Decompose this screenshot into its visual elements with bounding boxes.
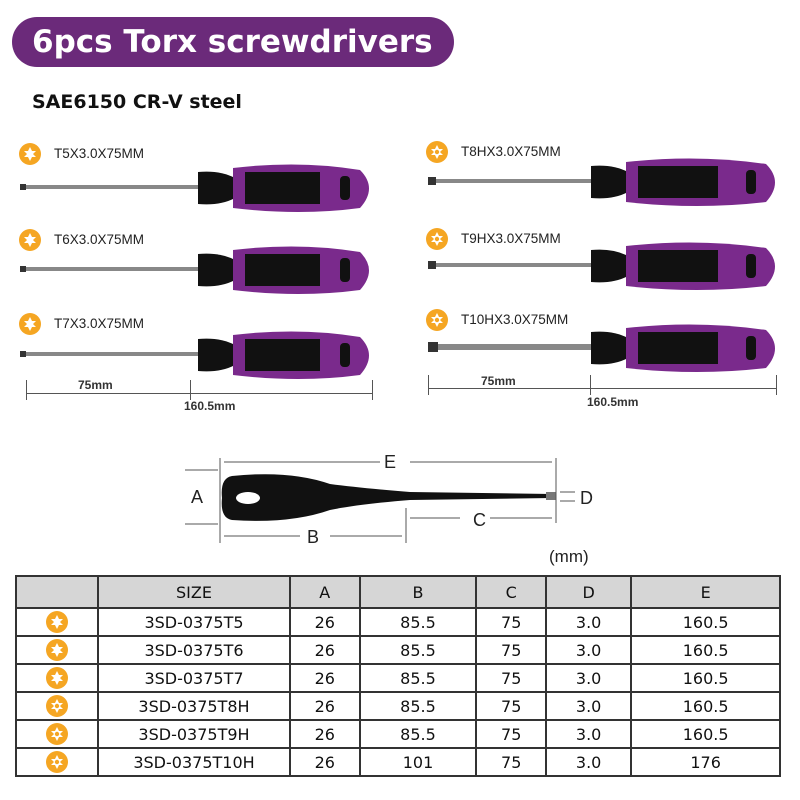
cell-a: 26 xyxy=(289,747,361,777)
cell-b: 101 xyxy=(358,747,478,777)
header-d: D xyxy=(544,575,633,609)
cell-b: 85.5 xyxy=(358,691,478,721)
torx-hole-icon xyxy=(46,695,68,717)
title-banner: 6pcs Torx screwdrivers xyxy=(12,17,454,67)
cell-b: 85.5 xyxy=(358,607,478,637)
table-row: 3SD-0375T9H 26 85.5 75 3.0 160.5 xyxy=(15,719,781,749)
screwdriver-image xyxy=(428,158,775,206)
cell-e: 160.5 xyxy=(630,691,781,721)
dimension-diagram xyxy=(185,458,575,543)
dim-c-label: C xyxy=(473,510,486,530)
cell-a: 26 xyxy=(289,691,361,721)
cell-c: 75 xyxy=(475,635,547,665)
header-a: A xyxy=(289,575,361,609)
cell-a: 26 xyxy=(289,663,361,693)
driver-size-label: T8HX3.0X75MM xyxy=(461,144,561,159)
dimension-tick xyxy=(372,380,373,400)
table-row: 3SD-0375T6 26 85.5 75 3.0 160.5 xyxy=(15,635,781,665)
cell-a: 26 xyxy=(289,635,361,665)
screwdriver-image xyxy=(428,242,775,290)
cell-d: 3.0 xyxy=(544,607,633,637)
torx-star-icon xyxy=(19,143,41,165)
dim-b-label: B xyxy=(307,527,320,547)
torx-hole-icon xyxy=(46,723,68,745)
torx-hole-icon xyxy=(426,228,448,250)
header-e: E xyxy=(630,575,781,609)
cell-c: 75 xyxy=(475,607,547,637)
driver-size-label: T7X3.0X75MM xyxy=(54,316,145,331)
shaft-length-label: 75mm xyxy=(481,374,516,388)
screwdriver-image xyxy=(20,246,369,294)
dimension-tick xyxy=(590,375,591,395)
total-length-label: 160.5mm xyxy=(184,399,236,413)
torx-hole-icon xyxy=(426,309,448,331)
screwdriver-image xyxy=(428,324,775,372)
torx-star-icon xyxy=(46,611,68,633)
total-length-label: 160.5mm xyxy=(587,395,639,409)
cell-d: 3.0 xyxy=(544,663,633,693)
cell-size: 3SD-0375T8H xyxy=(97,691,291,721)
cell-b: 85.5 xyxy=(358,635,478,665)
dim-a-label: A xyxy=(191,487,204,507)
cell-e: 160.5 xyxy=(630,663,781,693)
table-row: 3SD-0375T8H 26 85.5 75 3.0 160.5 xyxy=(15,691,781,721)
spec-table: SIZE A B C D E 3SD-0375T5 26 85.5 75 3.0… xyxy=(15,575,781,777)
driver-size-label: T6X3.0X75MM xyxy=(54,232,145,247)
dimension-tick xyxy=(190,380,191,400)
header-icon-col xyxy=(15,575,99,609)
dim-e-label: E xyxy=(384,452,397,472)
cell-d: 3.0 xyxy=(544,635,633,665)
driver-size-label: T10HX3.0X75MM xyxy=(461,312,569,327)
cell-b: 85.5 xyxy=(358,719,478,749)
torx-star-icon xyxy=(46,639,68,661)
cell-size: 3SD-0375T5 xyxy=(97,607,291,637)
header-size: SIZE xyxy=(97,575,291,609)
screwdriver-image xyxy=(20,331,369,379)
cell-e: 160.5 xyxy=(630,719,781,749)
table-header-row: SIZE A B C D E xyxy=(15,575,781,609)
dimension-tick xyxy=(26,380,27,400)
cell-d: 3.0 xyxy=(544,691,633,721)
dimension-tick xyxy=(776,375,777,395)
dimension-line xyxy=(428,388,776,389)
cell-e: 176 xyxy=(630,747,781,777)
dimension-tick xyxy=(428,375,429,395)
table-row: 3SD-0375T5 26 85.5 75 3.0 160.5 xyxy=(15,607,781,637)
cell-a: 26 xyxy=(289,607,361,637)
table-row: 3SD-0375T7 26 85.5 75 3.0 160.5 xyxy=(15,663,781,693)
shaft-length-label: 75mm xyxy=(78,378,113,392)
cell-size: 3SD-0375T7 xyxy=(97,663,291,693)
torx-star-icon xyxy=(19,229,41,251)
unit-label: (mm) xyxy=(549,547,589,566)
torx-hole-icon xyxy=(426,141,448,163)
dimension-line xyxy=(26,393,372,394)
cell-a: 26 xyxy=(289,719,361,749)
dim-d-label: D xyxy=(580,488,593,508)
driver-size-label: T5X3.0X75MM xyxy=(54,146,145,161)
cell-size: 3SD-0375T6 xyxy=(97,635,291,665)
material-subtitle: SAE6150 CR-V steel xyxy=(32,91,242,113)
cell-e: 160.5 xyxy=(630,635,781,665)
header-c: C xyxy=(475,575,547,609)
torx-star-icon xyxy=(46,667,68,689)
cell-e: 160.5 xyxy=(630,607,781,637)
header-b: B xyxy=(358,575,478,609)
torx-hole-icon xyxy=(46,751,68,773)
screwdriver-image xyxy=(20,164,369,212)
cell-c: 75 xyxy=(475,719,547,749)
torx-star-icon xyxy=(19,313,41,335)
cell-d: 3.0 xyxy=(544,719,633,749)
table-row: 3SD-0375T10H 26 101 75 3.0 176 xyxy=(15,747,781,777)
driver-size-label: T9HX3.0X75MM xyxy=(461,231,561,246)
cell-c: 75 xyxy=(475,691,547,721)
cell-c: 75 xyxy=(475,663,547,693)
cell-b: 85.5 xyxy=(358,663,478,693)
page-title: 6pcs Torx screwdrivers xyxy=(32,24,433,60)
cell-size: 3SD-0375T9H xyxy=(97,719,291,749)
cell-d: 3.0 xyxy=(544,747,633,777)
cell-c: 75 xyxy=(475,747,547,777)
cell-size: 3SD-0375T10H xyxy=(97,747,291,777)
